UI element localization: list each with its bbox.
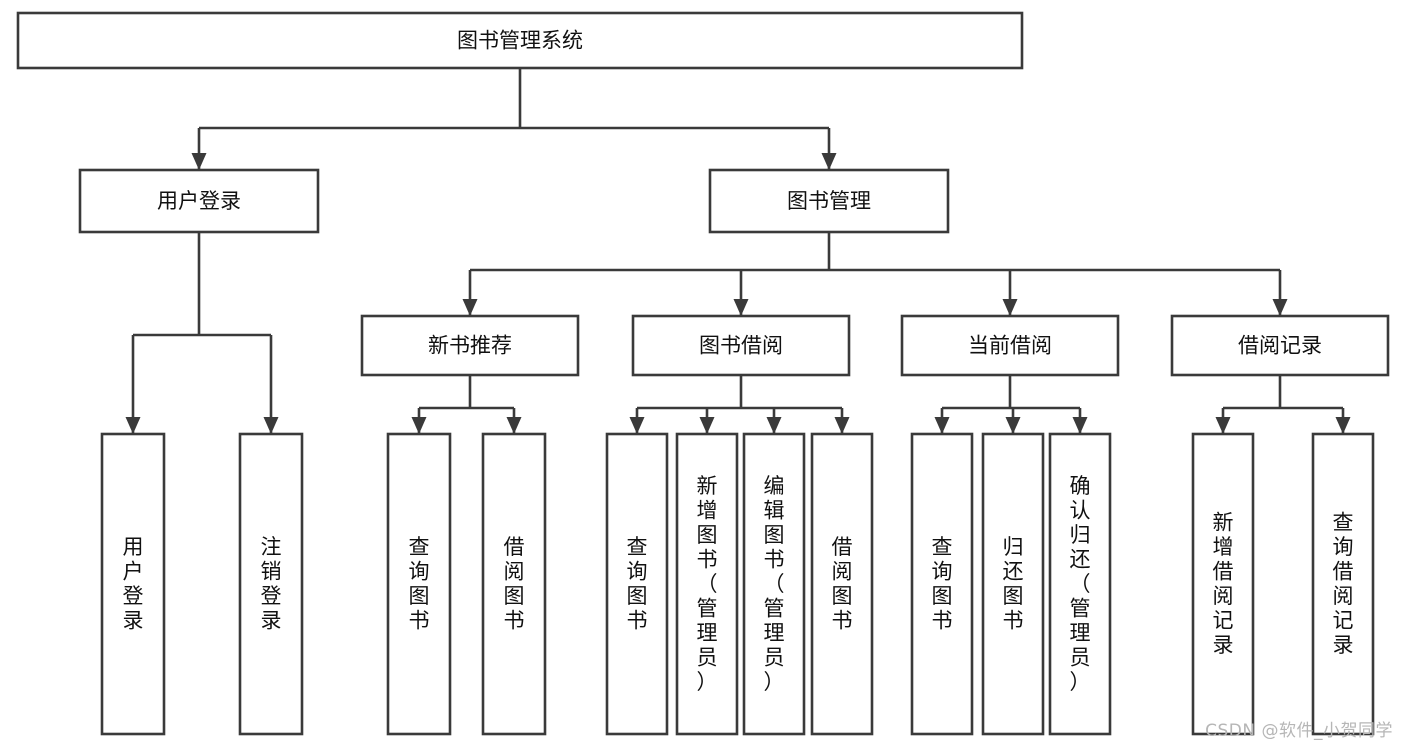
arrow-head-icon	[1072, 417, 1088, 434]
arrow-head-icon	[191, 153, 207, 170]
node-box[interactable]	[605, 432, 669, 736]
arrow-head-icon	[1272, 299, 1288, 316]
connector-new-book-rec-to-leaves	[411, 375, 522, 434]
node-box[interactable]	[810, 432, 874, 736]
connector-layer	[125, 68, 1351, 434]
node-box[interactable]	[1191, 432, 1255, 736]
arrow-head-icon	[462, 299, 478, 316]
node-box[interactable]	[16, 11, 1024, 70]
arrow-head-icon	[766, 417, 782, 434]
node-label: 查询图书	[409, 535, 430, 633]
node-box[interactable]	[631, 314, 851, 377]
node-label: 用户登录	[123, 535, 144, 633]
node-leaf-return-book[interactable]: 归还图书	[981, 432, 1045, 736]
node-box[interactable]	[742, 432, 806, 736]
node-box[interactable]	[708, 168, 950, 234]
node-box[interactable]	[910, 432, 974, 736]
arrow-head-icon	[821, 153, 837, 170]
node-box[interactable]	[481, 432, 547, 736]
arrow-head-icon	[1005, 417, 1021, 434]
node-leaf-query-book-cur[interactable]: 查询图书	[910, 432, 974, 736]
node-label: 注销登录	[261, 535, 282, 633]
node-label: 用户登录	[157, 189, 241, 213]
connector-book-borrow-to-leaves	[629, 375, 850, 434]
arrow-head-icon	[834, 417, 850, 434]
node-leaf-borrow-book[interactable]: 借阅图书	[810, 432, 874, 736]
node-label: 图书管理系统	[457, 29, 583, 53]
node-box[interactable]	[675, 432, 739, 736]
arrow-head-icon	[1002, 299, 1018, 316]
arrow-head-icon	[733, 299, 749, 316]
node-leaf-confirm-return[interactable]: 确认归还（管理员）	[1048, 432, 1112, 736]
arrow-head-icon	[125, 417, 141, 434]
node-label: 确认归还（管理员）	[1070, 474, 1091, 694]
node-box[interactable]	[238, 432, 304, 736]
node-leaf-query-record[interactable]: 查询借阅记录	[1311, 432, 1375, 736]
node-label: 图书借阅	[699, 334, 783, 358]
arrow-head-icon	[629, 417, 645, 434]
connector-borrow-record-to-leaves	[1215, 375, 1351, 434]
node-leaf-edit-book[interactable]: 编辑图书（管理员）	[742, 432, 806, 736]
connector-user-login-to-leaves	[125, 232, 279, 434]
node-label: 新增借阅记录	[1213, 511, 1234, 658]
arrow-head-icon	[699, 417, 715, 434]
arrow-head-icon	[263, 417, 279, 434]
node-book-borrow[interactable]: 图书借阅	[631, 314, 851, 377]
node-leaf-user-login[interactable]: 用户登录	[100, 432, 166, 736]
node-new-book-rec[interactable]: 新书推荐	[360, 314, 580, 377]
node-label: 新增图书（管理员）	[697, 474, 718, 694]
node-borrow-record[interactable]: 借阅记录	[1170, 314, 1390, 377]
node-label: 查询图书	[932, 535, 953, 633]
node-leaf-logout[interactable]: 注销登录	[238, 432, 304, 736]
node-layer: 图书管理系统用户登录图书管理新书推荐图书借阅当前借阅借阅记录用户登录注销登录查询…	[16, 11, 1390, 736]
node-user-login[interactable]: 用户登录	[78, 168, 320, 234]
node-book-manage[interactable]: 图书管理	[708, 168, 950, 234]
node-box[interactable]	[360, 314, 580, 377]
arrow-head-icon	[1215, 417, 1231, 434]
arrow-head-icon	[934, 417, 950, 434]
node-leaf-add-book[interactable]: 新增图书（管理员）	[675, 432, 739, 736]
node-current-borrow[interactable]: 当前借阅	[900, 314, 1120, 377]
arrow-head-icon	[1335, 417, 1351, 434]
node-leaf-add-record[interactable]: 新增借阅记录	[1191, 432, 1255, 736]
node-leaf-borrow-book-rec[interactable]: 借阅图书	[481, 432, 547, 736]
connector-current-borrow-to-leaves	[934, 375, 1088, 434]
node-label: 借阅图书	[832, 535, 853, 633]
arrow-head-icon	[411, 417, 427, 434]
node-box[interactable]	[900, 314, 1120, 377]
node-box[interactable]	[100, 432, 166, 736]
arrow-head-icon	[506, 417, 522, 434]
node-box[interactable]	[386, 432, 452, 736]
node-label: 图书管理	[787, 189, 871, 213]
node-label: 当前借阅	[968, 334, 1052, 358]
node-label: 新书推荐	[428, 334, 512, 358]
node-leaf-query-book-borrow[interactable]: 查询图书	[605, 432, 669, 736]
node-label: 查询图书	[627, 535, 648, 633]
node-box[interactable]	[78, 168, 320, 234]
connector-book-manage-to-l3	[462, 232, 1288, 316]
node-leaf-query-book-rec[interactable]: 查询图书	[386, 432, 452, 736]
node-label: 编辑图书（管理员）	[764, 474, 785, 694]
node-box[interactable]	[1170, 314, 1390, 377]
node-label: 查询借阅记录	[1333, 511, 1354, 658]
node-label: 借阅图书	[504, 535, 525, 633]
node-box[interactable]	[1311, 432, 1375, 736]
connector-root-to-l2	[191, 68, 837, 170]
node-root[interactable]: 图书管理系统	[16, 11, 1024, 70]
node-box[interactable]	[1048, 432, 1112, 736]
node-label: 借阅记录	[1238, 334, 1322, 358]
node-label: 归还图书	[1003, 535, 1024, 633]
node-box[interactable]	[981, 432, 1045, 736]
